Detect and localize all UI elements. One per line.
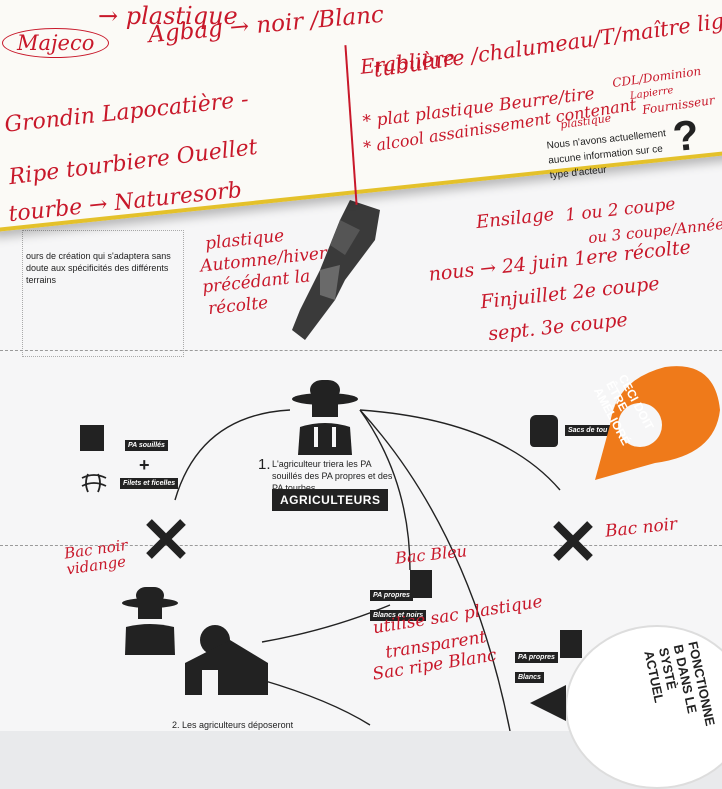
roll-icon-right <box>560 630 582 658</box>
hw-majeco: Majeco <box>2 28 110 58</box>
plus-icon: + <box>139 455 150 475</box>
farmer-barn-icon <box>122 587 268 695</box>
fonctionne-pointer <box>530 685 566 721</box>
step2-text: 2. Les agriculteurs déposeront <box>172 720 294 730</box>
hw-plastique-top: → plastique <box>98 2 238 30</box>
flow-arrows <box>174 409 561 731</box>
ameliore-tag <box>595 366 720 480</box>
farmer-icon <box>292 380 358 455</box>
badge-blancs: Blancs <box>515 672 544 683</box>
x-mark-right <box>553 521 593 561</box>
step1-number: 1. <box>258 456 271 473</box>
badge-pa-propres: PA propres <box>370 590 413 601</box>
roll-icon <box>410 570 432 598</box>
badge-pa-propres-2: PA propres <box>515 652 558 663</box>
partial-text-box <box>22 230 184 357</box>
agriculteurs-label: AGRICULTEURS <box>272 489 389 511</box>
step1-text: L'agriculteur triera les PA souillés des… <box>272 459 393 493</box>
badge-sacs: Sacs de tou <box>565 425 611 436</box>
badge-filets: Filets et ficelles <box>120 478 179 489</box>
divider-middle <box>0 545 722 546</box>
question-mark: ? <box>670 110 701 161</box>
map-shape <box>292 200 380 340</box>
divider-top <box>0 350 722 351</box>
bag-icon <box>530 415 558 447</box>
net-icon <box>81 473 107 493</box>
bin-icon <box>80 425 104 451</box>
partial-text: ours de création qui s'adaptera sans dou… <box>26 251 171 285</box>
badge-pa-souilles: PA souillés <box>125 440 168 451</box>
badge-blancs-noirs: Blancs et noirs <box>370 610 427 621</box>
x-mark-left <box>146 519 186 559</box>
